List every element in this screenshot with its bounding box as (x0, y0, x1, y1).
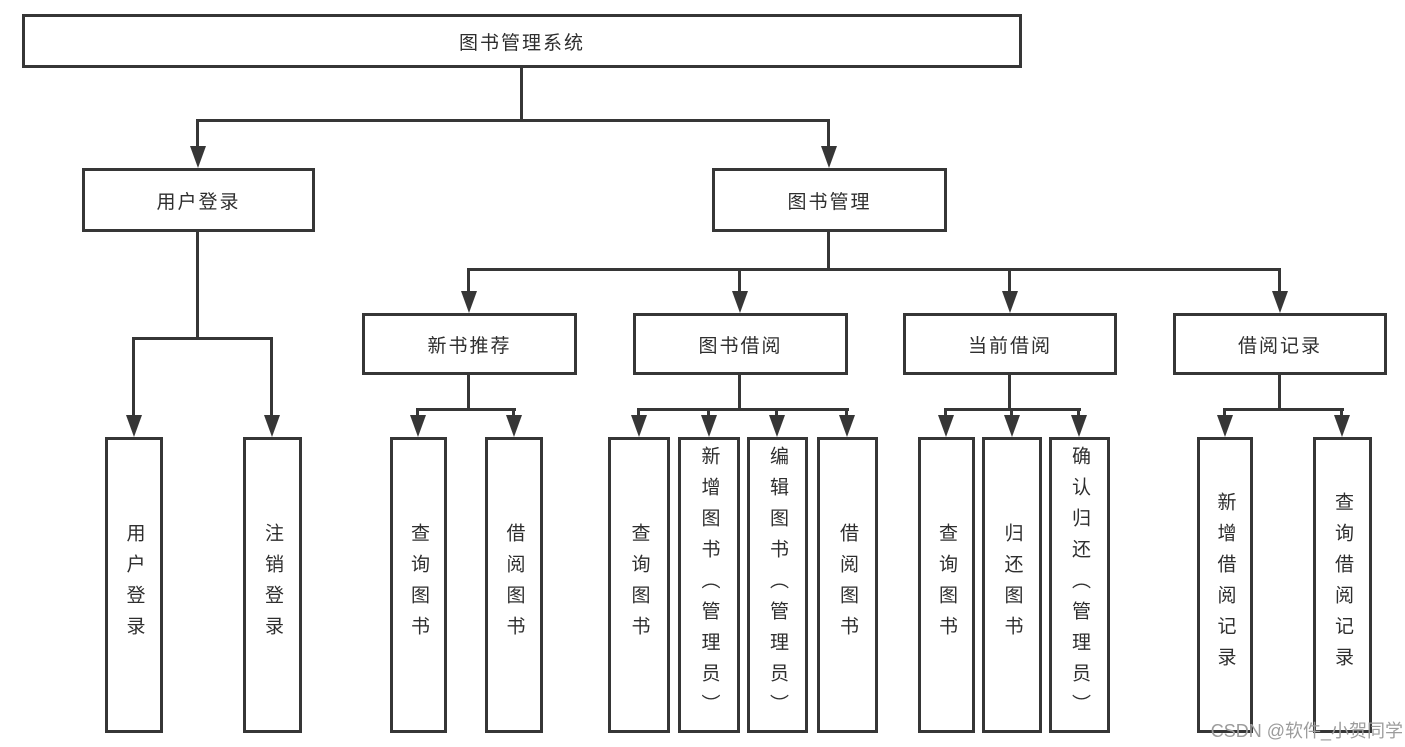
node-user-login-label: 用户登录 (156, 191, 241, 213)
arrowhead-borrow-records (1272, 291, 1288, 313)
node-borrow-records-label: 借阅记录 (1237, 335, 1322, 357)
connector-root-to-user-login (196, 119, 199, 149)
connector-to-leaf-add-record (1223, 408, 1226, 420)
connector-to-leaf-borrow-books-2 (845, 408, 848, 420)
arrowhead-leaf-query-books-2 (631, 415, 647, 437)
node-borrow-records: 借阅记录 (1173, 313, 1387, 375)
leaf-confirm-return-admin-label: 确认归还（管理员） (1069, 445, 1090, 725)
leaf-borrow-books-2: 借阅图书 (817, 437, 878, 733)
leaf-query-books-2: 查询图书 (608, 437, 670, 733)
connector-root-stub (520, 68, 523, 122)
arrowhead-leaf-logout (264, 415, 280, 437)
arrowhead-current-borrow (1002, 291, 1018, 313)
arrowhead-leaf-query-record (1334, 415, 1350, 437)
connector-to-current-borrow (1008, 268, 1011, 294)
leaf-query-books-2-label: 查询图书 (628, 523, 650, 647)
leaf-query-books-1-label: 查询图书 (408, 523, 429, 647)
arrowhead-leaf-borrow-books-1 (506, 415, 522, 437)
connector-user-login-stub (196, 232, 199, 340)
connector-user-login-branch (132, 337, 273, 340)
arrowhead-leaf-return-book (1004, 415, 1020, 437)
leaf-user-login: 用户登录 (105, 437, 163, 733)
arrowhead-leaf-edit-book (769, 415, 785, 437)
connector-to-book-borrow (738, 268, 741, 294)
connector-to-leaf-logout (270, 337, 273, 419)
node-new-book-recommend-label: 新书推荐 (427, 335, 512, 357)
csdn-watermark: CSDN @软件_小贺同学 (1210, 721, 1403, 741)
connector-new-books-stub (467, 375, 470, 411)
leaf-query-books-3: 查询图书 (918, 437, 975, 733)
leaf-return-book-label: 归还图书 (1001, 523, 1023, 647)
connector-borrow-records-branch (1223, 408, 1344, 411)
connector-book-mgmt-branch (467, 268, 1281, 271)
connector-to-leaf-query-record (1340, 408, 1343, 420)
leaf-query-books-1: 查询图书 (390, 437, 447, 733)
connector-borrow-records-stub (1278, 375, 1281, 411)
node-current-borrow-label: 当前借阅 (967, 335, 1052, 357)
connector-to-leaf-query-books-1 (416, 408, 419, 420)
leaf-query-borrow-record: 查询借阅记录 (1313, 437, 1372, 733)
arrowhead-leaf-borrow-books-2 (839, 415, 855, 437)
arrowhead-leaf-add-record (1217, 415, 1233, 437)
node-user-login: 用户登录 (82, 168, 315, 232)
arrowhead-leaf-query-books-3 (938, 415, 954, 437)
arrowhead-leaf-add-book (701, 415, 717, 437)
leaf-logout: 注销登录 (243, 437, 302, 733)
leaf-query-borrow-record-label: 查询借阅记录 (1332, 492, 1353, 678)
connector-book-borrow-stub (738, 375, 741, 411)
arrowhead-leaf-user-login (126, 415, 142, 437)
connector-to-leaf-user-login (132, 337, 135, 419)
node-book-borrow: 图书借阅 (633, 313, 848, 375)
leaf-query-books-3-label: 查询图书 (936, 523, 957, 647)
node-new-book-recommend: 新书推荐 (362, 313, 577, 375)
leaf-user-login-label: 用户登录 (123, 523, 145, 647)
node-root: 图书管理系统 (22, 14, 1022, 68)
leaf-edit-book-admin-label: 编辑图书（管理员） (767, 445, 788, 725)
connector-book-mgmt-stub (827, 232, 830, 271)
connector-to-borrow-records (1278, 268, 1281, 294)
leaf-borrow-books-1: 借阅图书 (485, 437, 543, 733)
arrowhead-book-mgmt (821, 146, 837, 168)
connector-to-new-books (467, 268, 470, 294)
leaf-add-borrow-record-label: 新增借阅记录 (1214, 492, 1236, 678)
connector-to-leaf-confirm-return (1077, 408, 1080, 420)
connector-to-leaf-return-book (1010, 408, 1013, 420)
leaf-add-book-admin-label: 新增图书（管理员） (698, 445, 720, 725)
connector-new-books-branch (416, 408, 516, 411)
connector-to-leaf-query-books-2 (637, 408, 640, 420)
leaf-borrow-books-1-label: 借阅图书 (503, 523, 525, 647)
leaf-borrow-books-2-label: 借阅图书 (837, 523, 858, 647)
arrowhead-new-books (461, 291, 477, 313)
arrowhead-leaf-confirm-return (1071, 415, 1087, 437)
leaf-logout-label: 注销登录 (262, 523, 283, 647)
node-book-management-label: 图书管理 (787, 191, 872, 213)
leaf-return-book: 归还图书 (982, 437, 1042, 733)
connector-current-borrow-stub (1008, 375, 1011, 411)
connector-book-borrow-branch (637, 408, 849, 411)
leaf-add-borrow-record: 新增借阅记录 (1197, 437, 1253, 733)
connector-root-to-book-mgmt (827, 119, 830, 149)
node-book-management: 图书管理 (712, 168, 947, 232)
connector-root-branch (196, 119, 830, 122)
connector-to-leaf-query-books-3 (944, 408, 947, 420)
arrowhead-book-borrow (732, 291, 748, 313)
connector-to-leaf-borrow-books-1 (512, 408, 515, 420)
leaf-edit-book-admin: 编辑图书（管理员） (747, 437, 808, 733)
node-root-label: 图书管理系统 (458, 32, 585, 54)
leaf-add-book-admin: 新增图书（管理员） (678, 437, 740, 733)
node-current-borrow: 当前借阅 (903, 313, 1117, 375)
arrowhead-leaf-query-books-1 (410, 415, 426, 437)
connector-to-leaf-add-book (707, 408, 710, 420)
node-book-borrow-label: 图书借阅 (698, 335, 783, 357)
connector-to-leaf-edit-book (775, 408, 778, 420)
arrowhead-user-login (190, 146, 206, 168)
leaf-confirm-return-admin: 确认归还（管理员） (1049, 437, 1110, 733)
